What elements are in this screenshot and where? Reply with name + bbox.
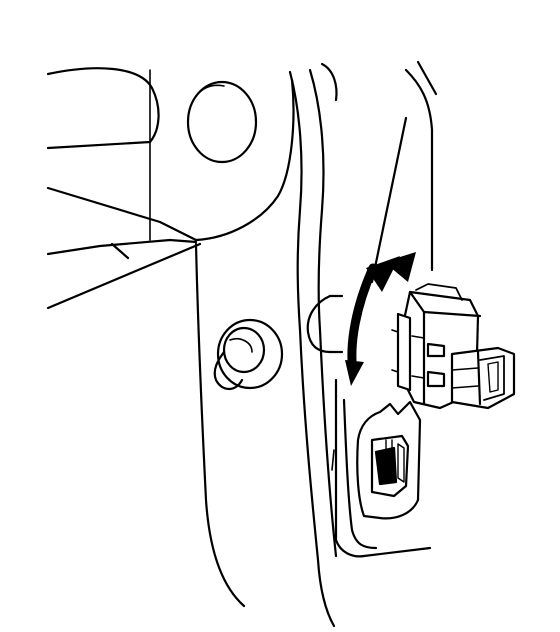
rotation-arrow-icon <box>345 252 416 386</box>
connector-socket <box>356 400 422 520</box>
round-bumper <box>186 80 258 164</box>
door-panel <box>46 60 438 628</box>
latch-housing <box>306 294 432 558</box>
electrical-connector <box>391 283 516 410</box>
stud-bolt <box>213 318 284 391</box>
